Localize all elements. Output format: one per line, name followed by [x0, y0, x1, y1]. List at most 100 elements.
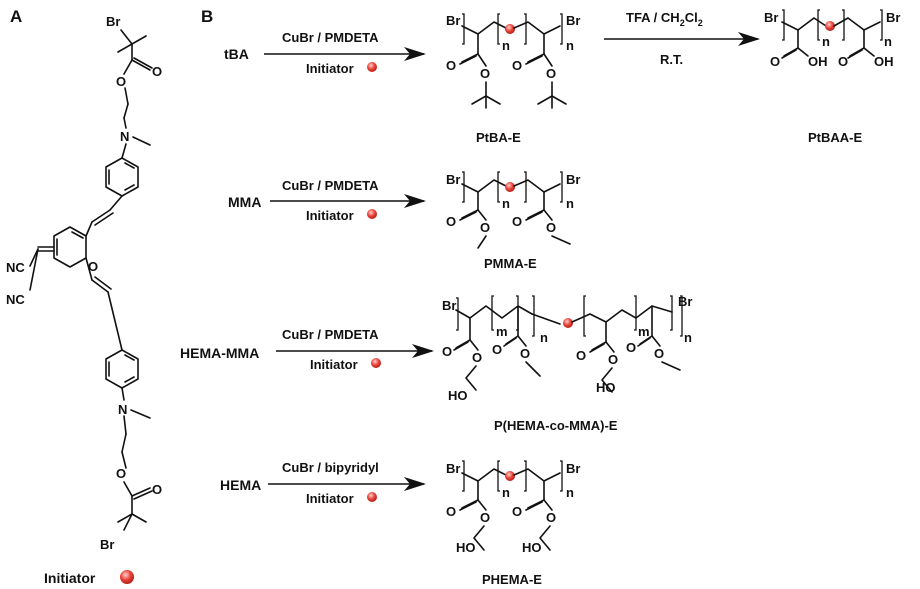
- atom-br-left: Br: [446, 461, 460, 476]
- product-name: P(HEMA-co-MMA)-E: [494, 418, 618, 433]
- initiator-dot: [367, 209, 377, 219]
- atom-o: O: [446, 504, 456, 519]
- repeat-n: n: [540, 330, 548, 345]
- atom-o-ester-top: O: [116, 74, 126, 89]
- atom-o-4: O: [546, 66, 556, 81]
- atom-o-3: O: [512, 214, 522, 229]
- atom-o-7: O: [626, 340, 636, 355]
- initiator-dot: [371, 358, 381, 368]
- atom-o-4: O: [546, 510, 556, 525]
- monomer-label: MMA: [228, 194, 261, 210]
- atom-br-bottom: Br: [100, 537, 114, 552]
- repeat-n-2: n: [566, 485, 574, 500]
- monomer-label: HEMA-MMA: [180, 345, 259, 361]
- product-name: PtBA-E: [476, 130, 521, 145]
- monomer-label: HEMA: [220, 477, 261, 493]
- reaction-hema-mma: HEMA-MMA CuBr / PMDETA Initiator Br m n …: [180, 294, 692, 433]
- atom-br-left: Br: [446, 13, 460, 28]
- monomer-label: tBA: [224, 46, 249, 62]
- catalyst-label: CuBr / PMDETA: [282, 327, 379, 342]
- repeat-n: n: [502, 38, 510, 53]
- repeat-n-2: n: [566, 196, 574, 211]
- atom-br-left: Br: [442, 298, 456, 313]
- atom-n-bottom: N: [118, 402, 127, 417]
- atom-br-right: Br: [678, 294, 692, 309]
- repeat-n-2: n: [566, 38, 574, 53]
- atom-o-pyran: O: [88, 259, 98, 274]
- chain-core-dot: [505, 471, 515, 481]
- product-name: PHEMA-E: [482, 572, 542, 587]
- atom-br-right: Br: [886, 10, 900, 25]
- atom-o-2: O: [480, 66, 490, 81]
- initiator-dot: [367, 492, 377, 502]
- atom-o-3: O: [512, 504, 522, 519]
- atom-br-left: Br: [764, 10, 778, 25]
- panel-label-a: A: [10, 7, 22, 26]
- atom-ho: HO: [456, 540, 476, 555]
- atom-o-8: O: [654, 346, 664, 361]
- initiator-structure: Br O O N O NC NC: [6, 14, 162, 552]
- chain-core-dot: [825, 21, 835, 31]
- atom-o: O: [446, 58, 456, 73]
- catalyst-label: CuBr / PMDETA: [282, 178, 379, 193]
- atom-o-2: O: [838, 54, 848, 69]
- atom-o-2: O: [480, 510, 490, 525]
- atom-o: O: [446, 214, 456, 229]
- atom-br-top: Br: [106, 14, 120, 29]
- atom-o-carbonyl-top: O: [152, 64, 162, 79]
- atom-o: O: [442, 344, 452, 359]
- deprotection-temp: R.T.: [660, 52, 683, 67]
- atom-o-carbonyl-bottom: O: [152, 482, 162, 497]
- atom-o-3: O: [492, 342, 502, 357]
- atom-ho: HO: [448, 388, 468, 403]
- deprotection-reagent: TFA / CH2Cl2: [626, 10, 703, 28]
- atom-ho-2: HO: [596, 380, 616, 395]
- atom-br-right: Br: [566, 461, 580, 476]
- repeat-m: m: [496, 324, 508, 339]
- atom-ho-2: HO: [522, 540, 542, 555]
- catalyst-label: CuBr / bipyridyl: [282, 460, 379, 475]
- reaction-hema: HEMA CuBr / bipyridyl Initiator Br n n B…: [220, 460, 580, 587]
- initiator-legend-dot: [120, 570, 134, 584]
- initiator-label: Initiator: [306, 208, 354, 223]
- atom-nc-top: NC: [6, 260, 25, 275]
- chain-core-dot: [505, 182, 515, 192]
- atom-o-2: O: [472, 350, 482, 365]
- chain-core-dot: [505, 24, 515, 34]
- atom-nc-bottom: NC: [6, 292, 25, 307]
- atom-o: O: [770, 54, 780, 69]
- atom-o-4: O: [546, 220, 556, 235]
- atom-o-4: O: [520, 346, 530, 361]
- product-name: PMMA-E: [484, 256, 537, 271]
- atom-o-6: O: [608, 352, 618, 367]
- repeat-n: n: [822, 34, 830, 49]
- atom-br-left: Br: [446, 172, 460, 187]
- initiator-legend-label: Initiator: [44, 570, 96, 586]
- chain-core-dot: [563, 318, 573, 328]
- atom-n-top: N: [120, 129, 129, 144]
- repeat-m-2: m: [638, 324, 650, 339]
- repeat-n: n: [502, 485, 510, 500]
- repeat-n-2: n: [684, 330, 692, 345]
- panel-label-b: B: [201, 7, 213, 26]
- reaction-mma: MMA CuBr / PMDETA Initiator Br n n Br O …: [228, 171, 580, 271]
- product-name: PtBAA-E: [808, 130, 862, 145]
- initiator-dot: [367, 62, 377, 72]
- atom-o-3: O: [512, 58, 522, 73]
- atom-br-right: Br: [566, 13, 580, 28]
- catalyst-label: CuBr / PMDETA: [282, 30, 379, 45]
- atom-o-5: O: [576, 348, 586, 363]
- reaction-tba: tBA CuBr / PMDETA Initiator Br n n Br O …: [224, 13, 580, 145]
- initiator-label: Initiator: [306, 491, 354, 506]
- atom-oh: OH: [808, 54, 828, 69]
- atom-o-ester-bottom: O: [116, 466, 126, 481]
- atom-br-right: Br: [566, 172, 580, 187]
- repeat-n-2: n: [884, 34, 892, 49]
- atom-o-2: O: [480, 220, 490, 235]
- atom-oh-2: OH: [874, 54, 894, 69]
- initiator-label: Initiator: [306, 61, 354, 76]
- repeat-n: n: [502, 196, 510, 211]
- deprotection-step: TFA / CH2Cl2 R.T. Br n n Br O OH O OH Pt…: [604, 9, 900, 145]
- initiator-label: Initiator: [310, 357, 358, 372]
